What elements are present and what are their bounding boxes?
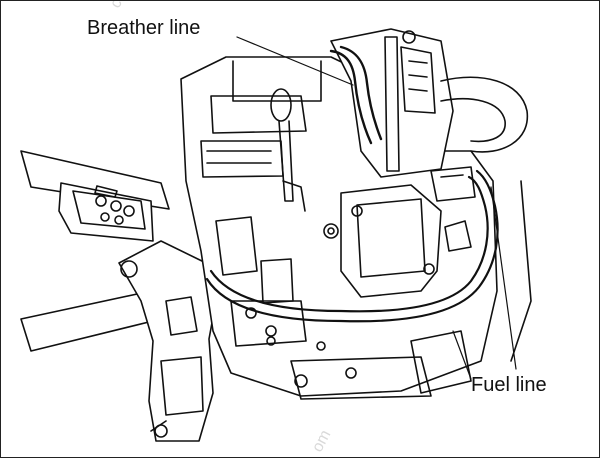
bolt-details — [266, 180, 532, 362]
fuel-hose — [205, 169, 499, 323]
tiller-handle — [20, 150, 170, 242]
swivel-bracket — [118, 240, 217, 442]
leader-fuel-2 — [490, 186, 517, 370]
dipstick — [270, 88, 306, 212]
leader-lines — [236, 36, 517, 380]
breather-line-label: Breather line — [87, 17, 201, 39]
fuel-pump — [340, 166, 476, 298]
carburetor — [330, 28, 529, 178]
fuel-line-label: Fuel line — [471, 374, 547, 396]
leader-breather — [236, 36, 354, 86]
breather-hose — [329, 45, 383, 145]
leader-fuel-1 — [452, 330, 472, 380]
